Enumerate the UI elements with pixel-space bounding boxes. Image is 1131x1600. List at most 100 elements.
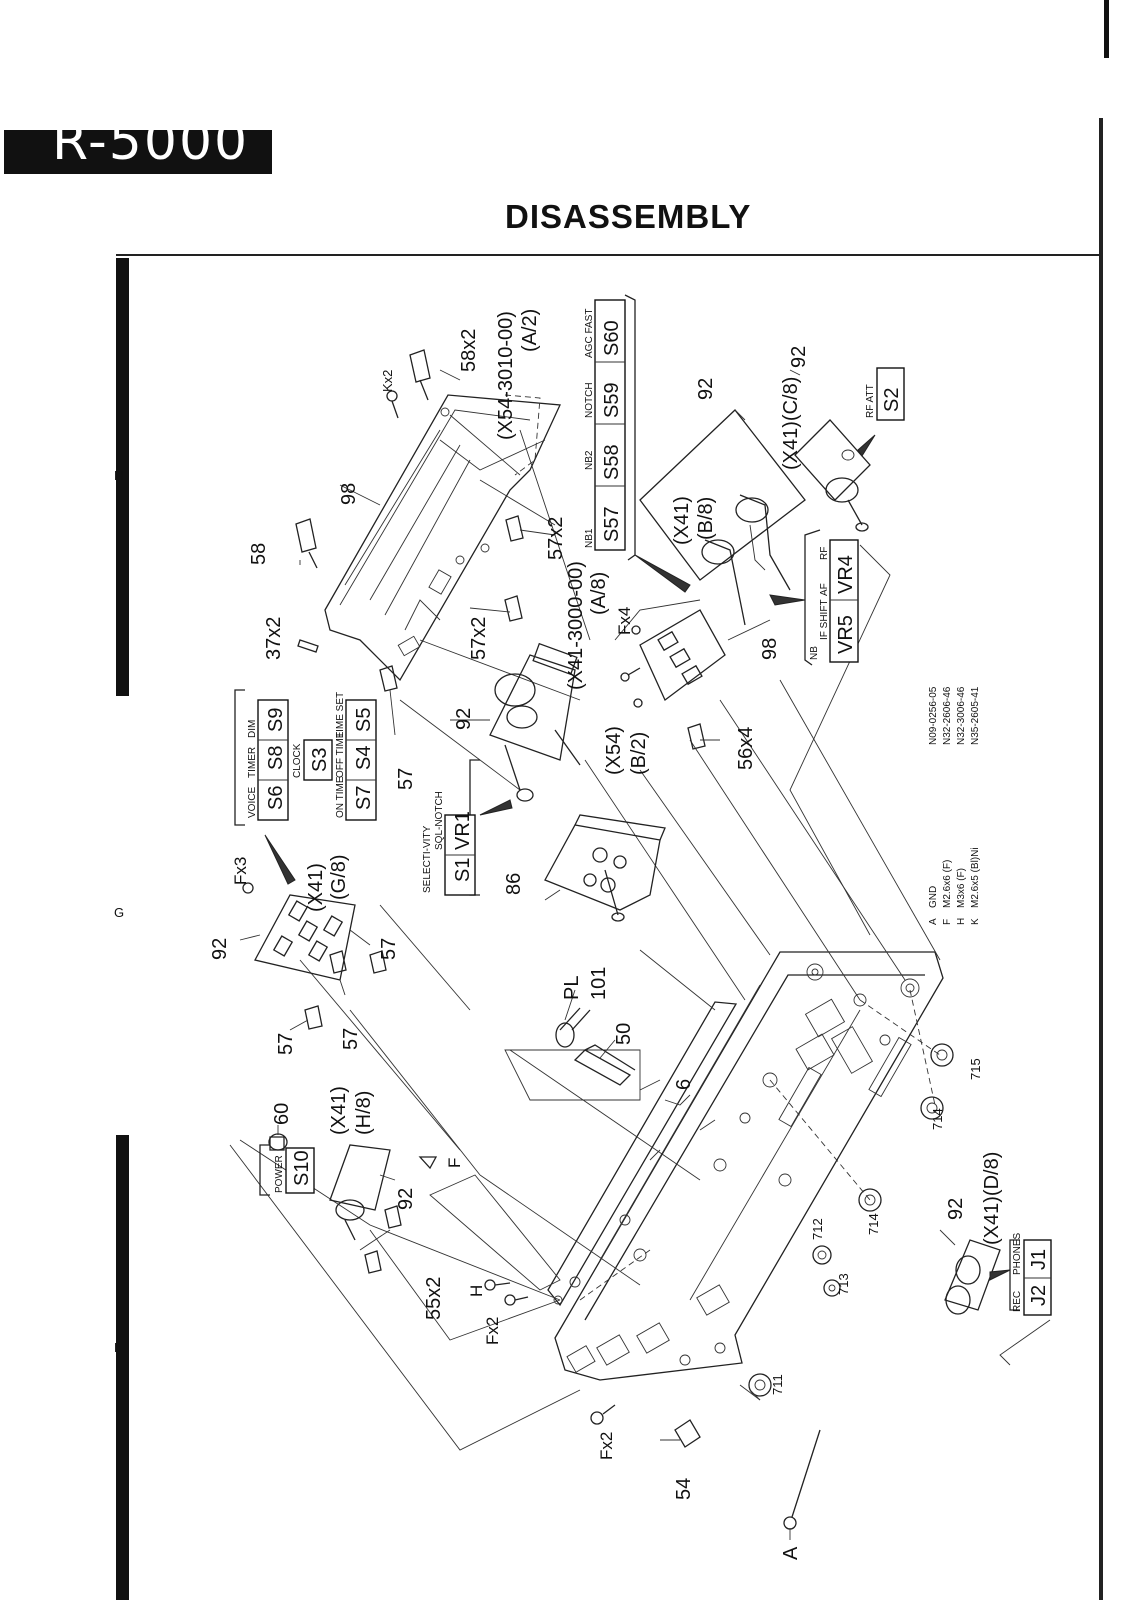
- legend-desc-f: M2.6x6 (F): [942, 860, 953, 908]
- margin-bar-top: [116, 258, 129, 696]
- panel-power: POWER S10: [274, 1147, 315, 1194]
- legend-desc-h: M3x6 (F): [956, 868, 967, 908]
- legend-key-f: F: [942, 919, 953, 925]
- callout-57-d: 57: [340, 1028, 362, 1050]
- callout-92-right: 92: [788, 346, 810, 368]
- zone-label-g: G: [114, 905, 125, 920]
- callout-fx2-b: Fx2: [597, 1432, 616, 1460]
- panel-select-group: SELECTI-VITY SQL-NOTCH S1 VR1: [422, 791, 476, 896]
- label-rf: RF: [819, 547, 830, 560]
- callout-h-screw: H: [467, 1285, 486, 1297]
- switch-s6: S6: [265, 786, 287, 810]
- panel-rf-att: RF ATT S2: [865, 367, 905, 421]
- legend-part-h: N32-3006-46: [956, 686, 967, 745]
- callout-101: 101: [588, 967, 610, 1000]
- callout-6: 6: [673, 1079, 695, 1090]
- callout-57-a: 57: [395, 768, 417, 790]
- legend-key-a: A: [928, 918, 939, 925]
- guide-lines: [229, 414, 1051, 1451]
- jack-j1: J1: [1028, 1249, 1050, 1270]
- switch-s3: S3: [309, 748, 331, 772]
- callout-50: 50: [613, 1023, 635, 1045]
- legend-part-f: N32-2606-46: [942, 686, 953, 745]
- callout-kx2: Kx2: [380, 370, 395, 392]
- switch-s57: S57: [601, 506, 623, 542]
- callout-x41-h8: (X41): [328, 1086, 350, 1135]
- control-vr5: VR5: [835, 615, 857, 654]
- panel-agc-group: NB1 NB2 NOTCH AGC FAST S57 S58 S59 S60: [584, 299, 626, 551]
- label-if-shift: IF SHIFT: [819, 599, 830, 640]
- callout-714-b: 714: [930, 1108, 945, 1130]
- display-unit: [324, 394, 561, 682]
- label-timer: TIMER: [247, 747, 258, 778]
- callout-labels: 58x2 92 92 (X54-3010-00) (A/2) Kx2 98 58…: [209, 309, 1003, 1560]
- pilot-lamp: [555, 1007, 591, 1048]
- panel-phones: REC PHONES J2 J1: [1012, 1232, 1052, 1316]
- callout-a8: (A/8): [588, 572, 610, 615]
- model-name: R-5000: [52, 130, 250, 172]
- switch-board-b8: [639, 409, 806, 626]
- margin-bar-bottom: [116, 1135, 129, 1600]
- callout-98-top: 98: [338, 483, 360, 505]
- jack-j2: J2: [1028, 1285, 1050, 1306]
- callout-h8: (H/8): [353, 1091, 375, 1135]
- legend-part-extra: N09-0256-05: [928, 686, 939, 745]
- callout-a2: (A/2): [519, 309, 541, 352]
- callout-58x2: 58x2: [458, 329, 480, 372]
- page-edge-mark: [1104, 0, 1109, 58]
- standoffs: [269, 349, 706, 1274]
- callout-a-screw: A: [780, 1546, 802, 1560]
- screw-legend: A GND F M2.6x6 (F) H M3x6 (F) K M2.6x5 (…: [928, 686, 981, 925]
- label-power: POWER: [274, 1155, 285, 1193]
- legend-desc-a: GND: [928, 886, 939, 908]
- leader-lines: [239, 369, 956, 1540]
- model-banner: R-5000: [4, 130, 272, 174]
- callout-57x2-b: 57x2: [468, 617, 490, 660]
- label-phones: PHONES: [1012, 1232, 1023, 1275]
- switch-board-x54-b2: [614, 599, 726, 708]
- callout-92-top: 92: [695, 378, 717, 400]
- callout-92-phones: 92: [945, 1198, 967, 1220]
- callout-x54-b2: (X54): [603, 726, 625, 775]
- label-nb2: NB2: [584, 450, 595, 470]
- callout-fx2-a: Fx2: [483, 1317, 502, 1345]
- legend-desc-k: M2.6x5 (Bl)Ni: [970, 847, 981, 908]
- switch-s60: S60: [601, 320, 623, 356]
- label-sql-notch: SQL-NOTCH: [434, 791, 445, 850]
- callout-g8: (G/8): [328, 854, 350, 900]
- callout-57-b: 57: [378, 938, 400, 960]
- chassis-part-6: [547, 951, 944, 1381]
- selectivity-pot: [489, 642, 581, 802]
- switch-s1: S1: [452, 858, 474, 882]
- callout-714-a: 714: [866, 1213, 881, 1235]
- legend-part-k: N35-2605-41: [970, 686, 981, 745]
- callout-56x4: 56x4: [735, 727, 757, 770]
- callout-86: 86: [503, 873, 525, 895]
- label-on-time: ON TIME: [335, 776, 346, 818]
- panel-vr-group: NB IF SHIFT AF RF VR5 VR4: [809, 539, 859, 663]
- lamp-bracket-50: [573, 1044, 636, 1086]
- label-voice: VOICE: [247, 787, 258, 818]
- control-vr1: VR1: [452, 811, 474, 850]
- callout-54: 54: [673, 1478, 695, 1500]
- callout-37x2: 37x2: [263, 617, 285, 660]
- label-nb1: NB1: [584, 528, 595, 548]
- knob-block-86: [544, 814, 666, 922]
- label-notch: NOTCH: [584, 382, 595, 418]
- zone-label-h: H: [114, 468, 124, 483]
- switch-s7: S7: [353, 786, 375, 810]
- callout-b2: (B/2): [628, 732, 650, 775]
- label-agc-fast: AGC FAST: [584, 309, 595, 358]
- callout-x41-3000: (X41-3000-00): [565, 561, 587, 690]
- callout-712: 712: [810, 1218, 825, 1240]
- callout-98-mid: 98: [759, 638, 781, 660]
- label-rec: REC: [1012, 1291, 1023, 1312]
- callout-711: 711: [770, 1374, 785, 1395]
- callout-58: 58: [248, 543, 270, 565]
- clock-switch-board: [242, 882, 356, 981]
- switch-s5: S5: [353, 708, 375, 732]
- callout-x41-d8: (X41)(D/8): [981, 1152, 1003, 1245]
- phones-jacks: [944, 1239, 1001, 1315]
- label-clock: CLOCK: [292, 743, 303, 778]
